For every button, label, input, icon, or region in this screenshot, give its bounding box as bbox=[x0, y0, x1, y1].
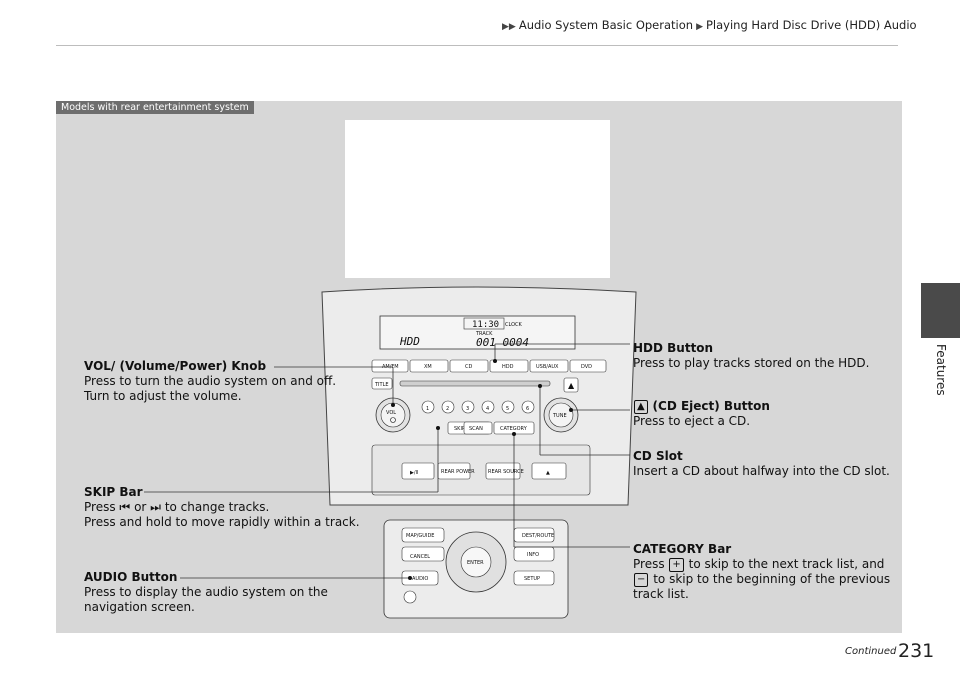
section-tab bbox=[921, 283, 960, 338]
cancel-button bbox=[401, 546, 445, 562]
svg-text:CD: CD bbox=[465, 364, 472, 370]
scan-button bbox=[463, 421, 493, 435]
category-bar-label: CATEGORY bbox=[500, 426, 528, 432]
svg-text:REAR SOURCE: REAR SOURCE bbox=[488, 469, 524, 475]
audio-button-callout: AUDIO Button Press to display the audio … bbox=[84, 570, 328, 614]
xm-button bbox=[409, 359, 449, 373]
continued-label: Continued bbox=[845, 646, 897, 657]
svg-text:HDD: HDD bbox=[502, 364, 514, 370]
cd-eject-button bbox=[563, 377, 579, 393]
models-badge: Models with rear entertainment system bbox=[56, 101, 254, 114]
svg-text:TUNE: TUNE bbox=[552, 413, 567, 419]
track-label: TRACK bbox=[475, 331, 493, 337]
svg-text:AUDIO: AUDIO bbox=[412, 576, 428, 582]
skip-bar-label: SKIP bbox=[454, 426, 465, 432]
svg-text:DEST/ROUTE: DEST/ROUTE bbox=[522, 533, 554, 539]
hdd-button bbox=[489, 359, 529, 373]
nav-knob-small bbox=[403, 590, 417, 604]
svg-text:TITLE: TITLE bbox=[374, 382, 389, 388]
map-guide-button bbox=[401, 527, 445, 543]
skip-forward-icon: ⏭ bbox=[150, 500, 161, 514]
enter-button bbox=[460, 546, 492, 578]
power-icon bbox=[390, 417, 396, 423]
skip-bar-callout: SKIP Bar Press ⏮ or ⏭ to change tracks. … bbox=[84, 485, 360, 529]
cd-slot-callout: CD Slot Insert a CD about halfway into t… bbox=[633, 449, 890, 478]
svg-text:▲: ▲ bbox=[546, 470, 550, 476]
navigation-screen bbox=[345, 120, 610, 278]
breadcrumb-arrow-icon: ▶ bbox=[696, 22, 703, 32]
play-pause-button bbox=[401, 462, 435, 480]
svg-text:INFO: INFO bbox=[527, 552, 539, 558]
svg-text:1: 1 bbox=[426, 406, 429, 412]
rear-eject-button bbox=[531, 462, 567, 480]
svg-text:3: 3 bbox=[466, 406, 469, 412]
breadcrumb-part2: Playing Hard Disc Drive (HDD) Audio bbox=[705, 18, 917, 32]
audio-unit-illustration: 11:30 CLOCK TRACK HDD 001 0004 AM/FM XM … bbox=[144, 286, 637, 619]
breadcrumb-arrow-icon: ▶▶ bbox=[502, 22, 516, 32]
preset-buttons: 1 2 3 4 5 6 bbox=[421, 400, 535, 414]
dvd-button bbox=[569, 359, 607, 373]
svg-text:SETUP: SETUP bbox=[524, 576, 540, 582]
svg-text:MAP/GUIDE: MAP/GUIDE bbox=[406, 533, 434, 539]
svg-text:4: 4 bbox=[486, 406, 489, 412]
minus-icon: − bbox=[634, 572, 649, 587]
source-button-row: AM/FM XM CD HDD USB/AUX DVD bbox=[371, 359, 607, 373]
am-fm-button bbox=[371, 359, 409, 373]
cd-button bbox=[449, 359, 489, 373]
svg-text:5: 5 bbox=[506, 406, 509, 412]
header-rule bbox=[56, 45, 898, 46]
svg-text:2: 2 bbox=[446, 406, 449, 412]
clock-frame bbox=[463, 317, 505, 330]
display-window bbox=[379, 315, 576, 350]
svg-text:SCAN: SCAN bbox=[469, 426, 483, 432]
rear-source-button bbox=[485, 462, 521, 480]
section-label: Features bbox=[934, 344, 948, 396]
clock-label: CLOCK bbox=[505, 322, 523, 328]
svg-text:DVD: DVD bbox=[581, 364, 592, 370]
breadcrumb-part1: Audio System Basic Operation bbox=[518, 18, 694, 32]
display-track-numbers: 001 0004 bbox=[476, 336, 529, 349]
cd-eject-callout: ▲ (CD Eject) Button Press to eject a CD. bbox=[633, 399, 770, 428]
plus-icon: + bbox=[669, 557, 684, 572]
category-bar-callout: CATEGORY Bar Press + to skip to the next… bbox=[633, 542, 891, 601]
cd-slot bbox=[399, 380, 551, 387]
svg-text:REAR POWER: REAR POWER bbox=[441, 469, 475, 475]
leader-lines bbox=[144, 343, 630, 579]
eject-icon: ▲ bbox=[568, 381, 575, 390]
svg-text:XM: XM bbox=[424, 364, 432, 370]
breadcrumb: ▶▶Audio System Basic Operation▶Playing H… bbox=[499, 18, 917, 32]
svg-text:6: 6 bbox=[526, 406, 529, 412]
usb-aux-button bbox=[529, 359, 569, 373]
display-mode: HDD bbox=[399, 335, 420, 348]
clock-readout: 11:30 bbox=[472, 320, 499, 330]
setup-button bbox=[513, 570, 555, 586]
eject-icon: ▲ bbox=[634, 399, 648, 414]
hdd-button-callout: HDD Button Press to play tracks stored o… bbox=[633, 341, 870, 370]
lower-tray bbox=[371, 444, 591, 496]
svg-text:VOL: VOL bbox=[386, 410, 396, 416]
svg-text:CANCEL: CANCEL bbox=[410, 554, 430, 560]
svg-text:USB/AUX: USB/AUX bbox=[536, 364, 559, 370]
leader-dots bbox=[391, 359, 573, 580]
vol-knob-callout: VOL/ (Volume/Power) Knob Press to turn t… bbox=[84, 359, 337, 403]
svg-text:▶/II: ▶/II bbox=[410, 470, 418, 476]
page-number: 231 bbox=[898, 640, 935, 662]
skip-back-icon: ⏮ bbox=[119, 500, 131, 514]
svg-text:ENTER: ENTER bbox=[467, 560, 484, 566]
title-button bbox=[371, 377, 393, 390]
